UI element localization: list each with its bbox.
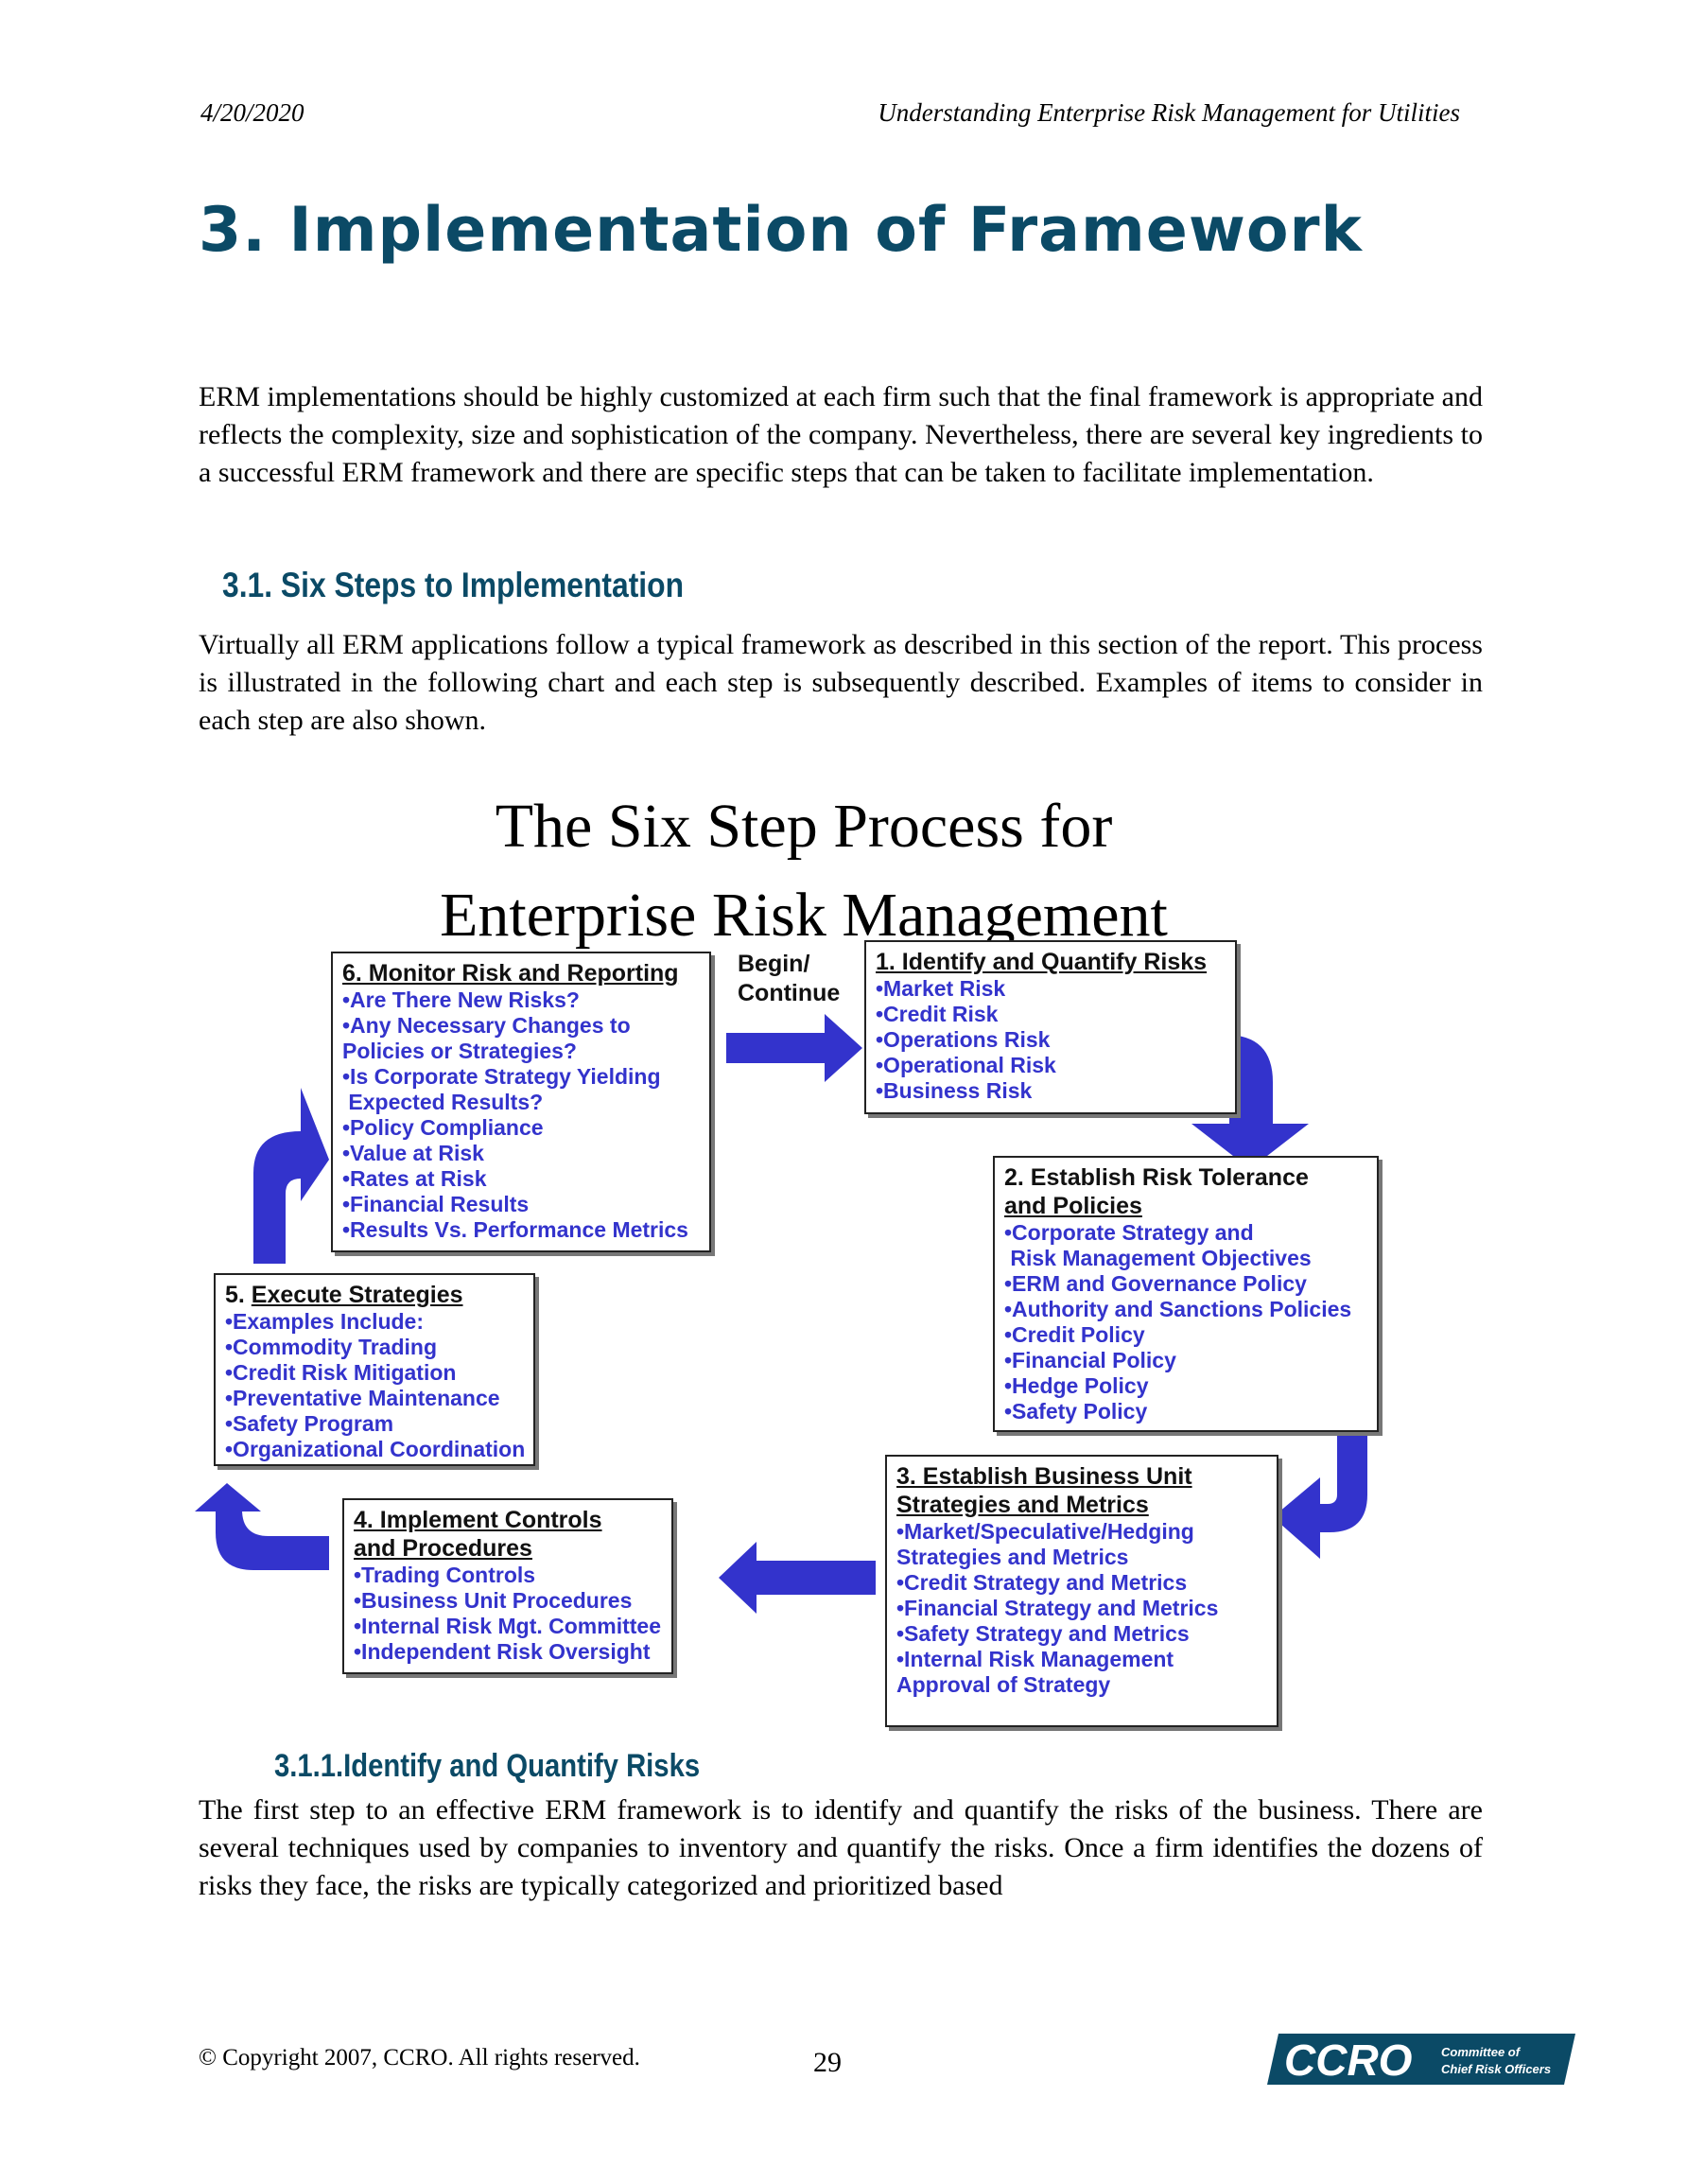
logo-subtext-2: Chief Risk Officers [1441,2062,1551,2076]
step-6-item: Policies or Strategies? [342,1039,577,1063]
arrow-to-step-4 [719,1542,876,1614]
step-2-item: •Hedge Policy [1004,1373,1149,1398]
step-6-item: •Value at Risk [342,1141,484,1165]
step-3-item: •Credit Strategy and Metrics [896,1570,1188,1595]
diagram-title-line-1: The Six Step Process for [495,792,1113,861]
step-6-item: •Is Corporate Strategy Yielding [342,1064,661,1089]
logo-text: CCRO [1284,2035,1413,2085]
step-4-item: •Trading Controls [354,1563,536,1587]
begin-continue-label: Begin/ Continue [738,950,840,1008]
footer-copyright: © Copyright 2007, CCRO. All rights reser… [199,2045,640,2070]
step-4-box: 4. Implement Controls and Procedures •Tr… [342,1498,673,1674]
step-1-item: •Business Risk [876,1078,1033,1103]
step-6-item: •Any Necessary Changes to [342,1013,631,1038]
step-2-item: •ERM and Governance Policy [1004,1271,1307,1296]
page-number: 29 [813,2047,842,2078]
step-5-item: •Safety Program [225,1411,394,1436]
step-1-title: 1. Identify and Quantify Risks [876,949,1208,975]
step-3-item: •Market/Speculative/Hedging [896,1519,1194,1544]
step-1-item: •Credit Risk [876,1002,999,1026]
step-6-item: Expected Results? [342,1090,544,1114]
ccro-logo: CCRO Committee of Chief Risk Officers [1267,2034,1575,2085]
arrow-to-step-3 [1273,1423,1367,1559]
step-4-title-line-2: and Procedures [354,1535,532,1562]
step-2-title-line-2: and Policies [1004,1193,1142,1219]
step-4-item: •Independent Risk Oversight [354,1639,651,1664]
step-1-item: •Market Risk [876,976,1006,1001]
step-3-item: •Financial Strategy and Metrics [896,1596,1219,1620]
step-6-title: 6. Monitor Risk and Reporting [342,960,679,987]
subsection-heading: 3.1. Six Steps to Implementation [222,566,685,604]
step-1-box: 1. Identify and Quantify Risks •Market R… [864,940,1237,1114]
arrow-to-step-5 [195,1483,329,1570]
step-3-item: •Safety Strategy and Metrics [896,1621,1190,1646]
intro-paragraph: ERM implementations should be highly cus… [199,381,1483,488]
arrow-to-step-6 [253,1088,329,1264]
step-5-item: •Preventative Maintenance [225,1386,500,1410]
arrow-to-step-1 [726,1014,862,1082]
step-5-title: Execute Strategies [251,1282,463,1308]
subsection-paragraph: Virtually all ERM applications follow a … [199,629,1483,736]
step-2-item: •Credit Policy [1004,1322,1145,1347]
step-2-item: Risk Management Objectives [1004,1246,1312,1270]
step-4-item: •Internal Risk Mgt. Committee [354,1614,661,1638]
step-4-item: •Business Unit Procedures [354,1588,633,1613]
step-3-item: •Internal Risk Management [896,1647,1174,1671]
step-6-box: 6. Monitor Risk and Reporting •Are There… [331,952,711,1252]
step-1-item: •Operational Risk [876,1053,1056,1077]
step-2-box: 2. Establish Risk Tolerance and Policies… [993,1156,1379,1432]
step-6-item: •Financial Results [342,1192,530,1216]
step-3-title-line-1: 3. Establish Business Unit [896,1463,1192,1490]
step-6-item: •Rates at Risk [342,1166,487,1191]
step-6-item: •Are There New Risks? [342,987,580,1012]
step-2-item: •Authority and Sanctions Policies [1004,1297,1352,1321]
step-3-item: Strategies and Metrics [896,1545,1129,1569]
step-2-item: •Corporate Strategy and [1004,1220,1254,1245]
step-6-item: •Results Vs. Performance Metrics [342,1217,688,1242]
continue-label: Continue [738,980,841,1006]
header-document-title: Understanding Enterprise Risk Management… [878,98,1460,127]
step-2-item: •Financial Policy [1004,1348,1176,1372]
step-3-box: 3. Establish Business Unit Strategies an… [885,1455,1278,1727]
step-5-item: •Credit Risk Mitigation [225,1360,457,1385]
step-3-item: Approval of Strategy [896,1672,1111,1697]
step-5-item: •Organizational Coordination [225,1437,526,1461]
section-heading: 3. Implementation of Framework [199,195,1363,266]
step-4-title-line-1: 4. Implement Controls [354,1507,602,1533]
logo-subtext-1: Committee of [1441,2045,1522,2059]
step-5-box: 5. Execute Strategies •Examples Include:… [214,1273,535,1466]
step-5-title-prefix: 5. [225,1282,252,1308]
subsubsection-heading: 3.1.1.Identify and Quantify Risks [274,1748,701,1784]
step-1-item: •Operations Risk [876,1027,1051,1052]
header-date: 4/20/2020 [200,98,304,127]
final-paragraph: The first step to an effective ERM frame… [199,1794,1483,1901]
step-2-title-line-1: 2. Establish Risk Tolerance [1004,1164,1309,1191]
step-2-item: •Safety Policy [1004,1399,1148,1424]
step-3-title-line-2: Strategies and Metrics [896,1492,1149,1518]
diagram-title-line-2: Enterprise Risk Management [440,881,1168,950]
begin-label: Begin/ [738,951,810,977]
step-6-item: •Policy Compliance [342,1115,544,1140]
step-5-item: •Commodity Trading [225,1335,438,1359]
step-5-item: •Examples Include: [225,1309,425,1334]
